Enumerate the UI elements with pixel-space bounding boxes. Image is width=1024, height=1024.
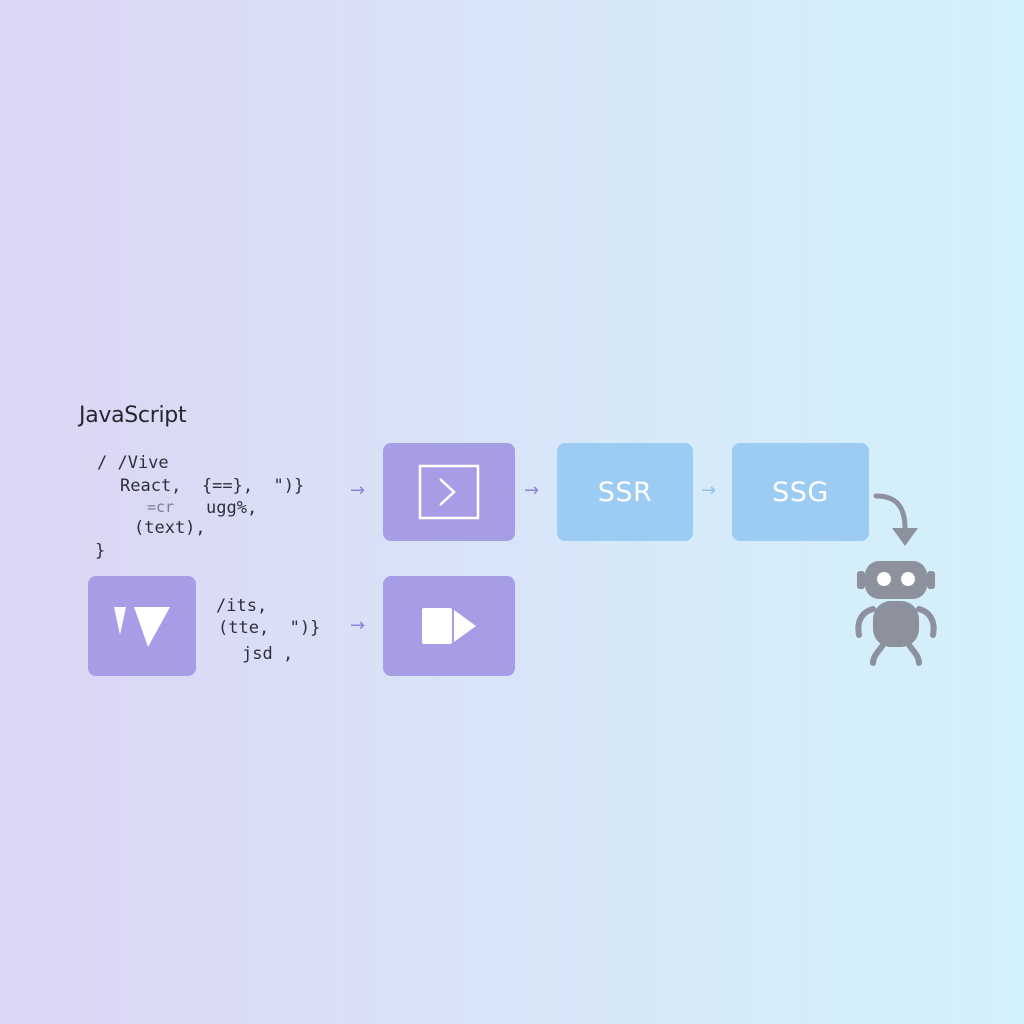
ssg-label: SSG: [772, 476, 829, 508]
play-box: [383, 576, 515, 676]
ssr-label: SSR: [597, 476, 653, 508]
robot-icon: [853, 557, 939, 667]
code-bottom-line-3: jsd ,: [242, 644, 294, 664]
arrow-code-to-terminal: →: [350, 480, 366, 501]
code-line-1: / /Vive: [97, 453, 169, 473]
code-line-2: React, {==}, ")}: [120, 476, 305, 496]
code-line-5: }: [95, 541, 106, 561]
document-play-icon: [418, 606, 480, 646]
javascript-heading: JavaScript: [79, 403, 187, 428]
code-bottom-line-1: /its,: [216, 596, 268, 616]
vue-logo-icon: [112, 603, 172, 649]
terminal-box: [383, 443, 515, 541]
vue-logo-box: [88, 576, 196, 676]
code-line-4: (text),: [134, 518, 206, 538]
code-line-3a: =cr: [147, 498, 175, 516]
ssg-box: SSG: [732, 443, 869, 541]
ssr-box: SSR: [557, 443, 693, 541]
code-line-3b: ugg%,: [206, 498, 258, 518]
arrow-terminal-to-ssr: →: [524, 480, 540, 501]
terminal-prompt-icon: [418, 464, 480, 520]
code-bottom-line-2: (tte, ")}: [218, 618, 321, 638]
arrow-ssr-to-ssg: →: [701, 480, 717, 501]
arrow-code-to-play: →: [350, 615, 366, 636]
curved-arrow-down-icon: [872, 490, 922, 552]
